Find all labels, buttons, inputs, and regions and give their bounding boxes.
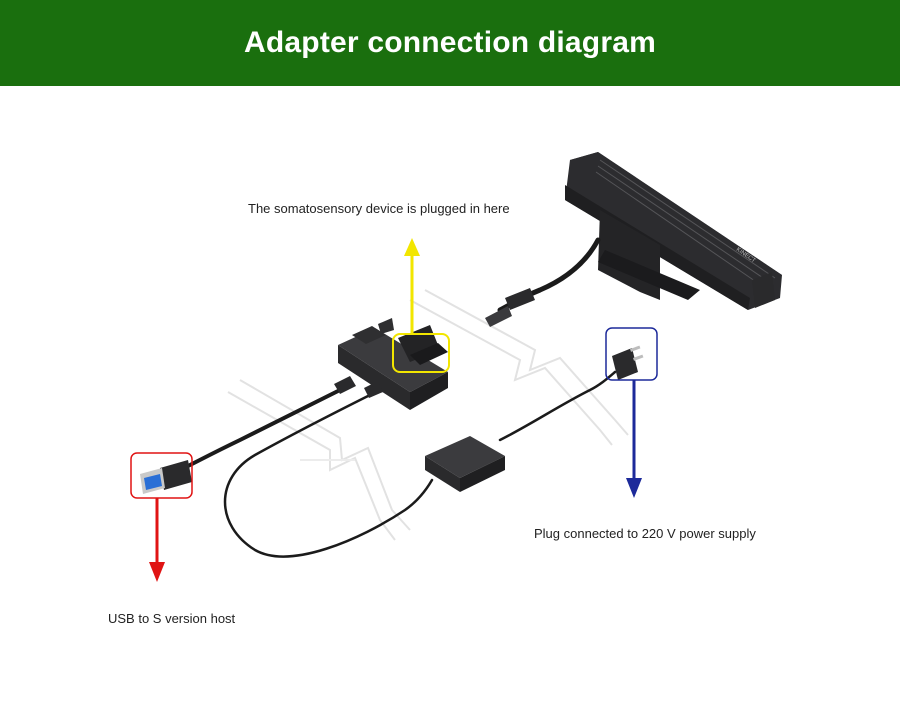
dc-cable-collar [364, 381, 383, 398]
usb-cable-collar [334, 376, 356, 394]
usb-plug-highlight [130, 452, 193, 499]
power-brick-icon [425, 436, 505, 492]
power-plug-highlight [605, 327, 658, 381]
dc-cable [223, 392, 434, 558]
kinect-sensor-icon: KINECT [565, 152, 782, 310]
sensor-port-arrowhead [404, 238, 420, 256]
sensor-connector-icon [485, 288, 535, 327]
page-title: Adapter connection diagram [244, 26, 656, 59]
sensor-port-label: The somatosensory device is plugged in h… [248, 201, 510, 216]
usb-plug-arrowhead [149, 562, 165, 582]
header-bar: Adapter connection diagram [0, 0, 900, 86]
break-bands [227, 289, 629, 541]
power-plug-label: Plug connected to 220 V power supply [534, 526, 756, 541]
sensor-port-highlight [392, 333, 450, 373]
wall-plug-icon [612, 345, 644, 380]
usb-plug-label: USB to S version host [108, 611, 236, 626]
usb-cable [186, 382, 354, 468]
usb-plug-icon [140, 460, 192, 494]
power-plug-arrowhead [626, 478, 642, 498]
